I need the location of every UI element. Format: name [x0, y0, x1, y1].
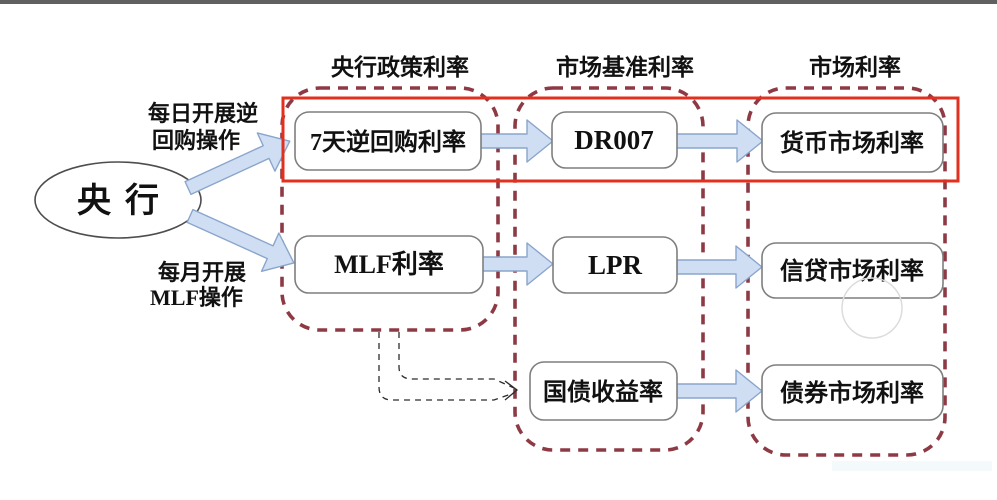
node-treasury-yield-label: 国债收益率	[543, 378, 663, 406]
watermark-smudge	[832, 461, 992, 471]
column-header-benchmark-rates: 市场基准利率	[556, 54, 694, 80]
node-bond-market-box	[761, 364, 944, 421]
node-treasury-yield-box	[529, 361, 678, 421]
node-bond-market: 债券市场利率	[761, 364, 944, 421]
column-header-policy-rates: 央行政策利率	[331, 54, 469, 80]
node-dr007: DR007	[551, 111, 678, 169]
node-money-market-box	[761, 112, 944, 173]
monthly-mlf-operation-label-line2: MLF操作	[150, 285, 243, 310]
red-highlight-rect	[281, 96, 960, 183]
node-mlf: MLF利率	[294, 235, 484, 294]
dashed-connector-arrowhead	[504, 380, 519, 401]
node-repo7-label: 7天逆回购利率	[310, 128, 466, 156]
dashed-connector-upper	[398, 332, 515, 389]
monthly-mlf-operation-label-line1: 每月开展	[158, 260, 246, 285]
central-bank-ellipse	[34, 161, 202, 239]
arrow-dr007-to-money	[674, 119, 764, 163]
central-bank-label: 央行	[77, 182, 173, 220]
node-credit-market-label: 信贷市场利率	[780, 257, 924, 285]
node-money-market: 货币市场利率	[761, 112, 944, 173]
dashed-group-market-rates	[746, 86, 947, 457]
node-credit-market: 信贷市场利率	[761, 242, 944, 299]
arrow-lpr-to-credit	[676, 245, 763, 289]
node-treasury-yield: 国债收益率	[529, 361, 678, 421]
node-lpr-box	[552, 236, 678, 294]
node-repo7: 7天逆回购利率	[294, 111, 482, 171]
arrow-treasury-to-bond	[676, 369, 763, 413]
daily-repo-operation-label-line1: 每日开展逆	[148, 101, 258, 126]
arrow-centralbank-to-mlf	[186, 208, 295, 273]
node-repo7-box	[294, 111, 482, 171]
node-mlf-label: MLF利率	[334, 249, 444, 279]
node-dr007-box	[551, 111, 678, 169]
node-mlf-box	[294, 235, 484, 294]
watermark-circle	[841, 277, 903, 339]
dashed-connector-lower	[378, 332, 515, 401]
node-dr007-label: DR007	[574, 125, 654, 155]
dashed-group-policy-rates	[280, 86, 500, 332]
node-bond-market-label: 债券市场利率	[780, 379, 924, 407]
node-money-market-label: 货币市场利率	[780, 129, 924, 157]
node-credit-market-box	[761, 242, 944, 299]
arrow-mlf-to-lpr	[480, 242, 554, 286]
node-lpr: LPR	[552, 236, 678, 294]
node-lpr-label: LPR	[588, 250, 643, 280]
daily-repo-operation-label-line2: 回购操作	[152, 128, 240, 153]
column-header-market-rates: 市场利率	[809, 54, 901, 80]
arrow-repo7-to-dr007	[480, 119, 554, 163]
top-bar	[0, 0, 997, 4]
